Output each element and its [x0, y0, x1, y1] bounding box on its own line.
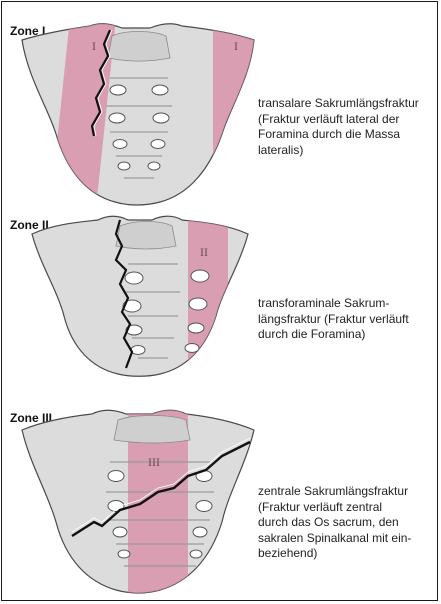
- zone-1-desc-line: Foramina durch die Massa: [258, 127, 434, 143]
- sacrum-zone-3-illustration: III: [0, 404, 260, 600]
- sacrum-zone-1-illustration: I I: [0, 18, 260, 208]
- zone-3-description: zentrale Sakrumlängsfraktur (Fraktur ver…: [258, 484, 434, 562]
- zone-2-desc-line: transforaminale Sakrum-: [258, 296, 434, 312]
- zone-1-desc-line: transalare Sakrumlängsfraktur: [258, 96, 434, 112]
- zone-1-description: transalare Sakrumlängsfraktur (Fraktur v…: [258, 96, 434, 158]
- svg-text:III: III: [148, 455, 160, 469]
- zone-2-desc-line: durch die Foramina): [258, 327, 434, 343]
- zone-3-desc-line: sakralen Spinalkanal mit ein-: [258, 531, 434, 547]
- zone-1-desc-line: lateralis): [258, 143, 434, 159]
- svg-text:I: I: [234, 39, 238, 53]
- svg-text:II: II: [200, 245, 208, 259]
- sacrum-zone-2-illustration: II: [0, 212, 260, 380]
- zone-3-desc-line: beziehend): [258, 546, 434, 562]
- zone-1-desc-line: (Fraktur verläuft lateral der: [258, 112, 434, 128]
- zone-3-desc-line: durch das Os sacrum, den: [258, 515, 434, 531]
- svg-text:I: I: [92, 39, 96, 53]
- zone-3-desc-line: (Fraktur verläuft zentral: [258, 500, 434, 516]
- zone-3-desc-line: zentrale Sakrumlängsfraktur: [258, 484, 434, 500]
- zone-2-description: transforaminale Sakrum- längsfraktur (Fr…: [258, 296, 434, 343]
- zone-2-desc-line: längsfraktur (Fraktur verläuft: [258, 312, 434, 328]
